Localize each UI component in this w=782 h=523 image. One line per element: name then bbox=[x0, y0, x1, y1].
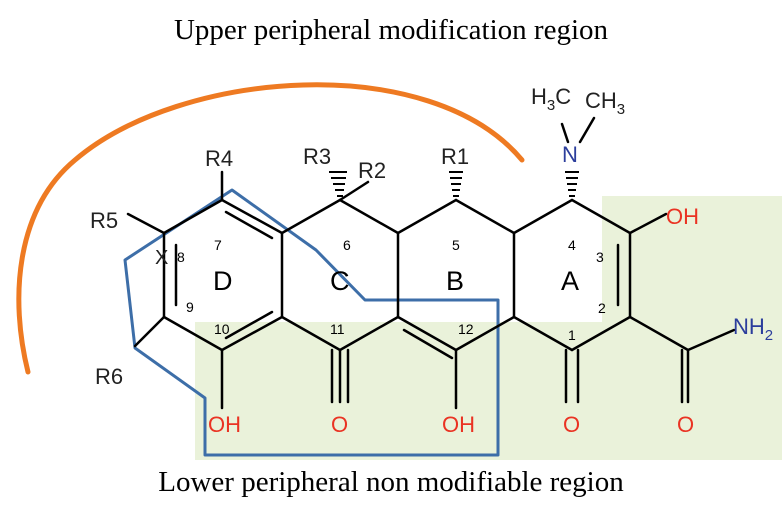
carbonyl-oxygen-c11: O bbox=[331, 412, 348, 437]
locant-2: 2 bbox=[598, 300, 606, 316]
locant-11: 11 bbox=[330, 321, 345, 337]
nonmodifiable-region-highlight bbox=[195, 196, 782, 460]
locant-9: 9 bbox=[186, 299, 194, 315]
ring-label-c: C bbox=[330, 266, 350, 296]
carbonyl-oxygen-c1: O bbox=[563, 412, 580, 437]
substituent-r2: R2 bbox=[358, 158, 386, 183]
locant-10: 10 bbox=[214, 321, 230, 337]
upper-region-title: Upper peripheral modification region bbox=[173, 14, 609, 46]
substituent-r5: R5 bbox=[90, 208, 118, 233]
nitrogen-atom: N bbox=[562, 142, 578, 167]
lower-region-title: Lower peripheral non modifiable region bbox=[158, 466, 624, 498]
ring-label-a: A bbox=[561, 266, 579, 296]
stereo-hash-bonds bbox=[329, 171, 579, 197]
locant-6: 6 bbox=[343, 237, 351, 253]
locant-4: 4 bbox=[568, 237, 576, 253]
locant-3: 3 bbox=[596, 249, 604, 265]
molecule-skeleton bbox=[126, 116, 736, 410]
position-x: X bbox=[155, 247, 168, 269]
locant-7: 7 bbox=[214, 237, 222, 253]
hydroxyl-c3: OH bbox=[666, 204, 699, 229]
substituent-r3: R3 bbox=[303, 144, 331, 169]
locant-1: 1 bbox=[568, 327, 576, 343]
ring-label-b: B bbox=[446, 266, 464, 296]
modification-region-arc bbox=[16, 82, 525, 375]
locant-8: 8 bbox=[177, 249, 185, 265]
methyl-right-label: CH3 bbox=[585, 88, 625, 118]
substituent-r6: R6 bbox=[95, 364, 123, 389]
hydroxyl-c12: OH bbox=[442, 412, 475, 437]
variable-region-outline bbox=[123, 188, 500, 457]
amide-nitrogen: NH2 bbox=[733, 314, 773, 344]
locant-5: 5 bbox=[452, 237, 460, 253]
substituent-r4: R4 bbox=[205, 146, 233, 171]
amide-oxygen: O bbox=[677, 412, 694, 437]
hydroxyl-c10: OH bbox=[208, 412, 241, 437]
substituent-r1: R1 bbox=[441, 144, 469, 169]
locant-12: 12 bbox=[458, 321, 474, 337]
ring-label-d: D bbox=[213, 266, 233, 296]
methyl-left-label: H3C bbox=[531, 84, 571, 114]
